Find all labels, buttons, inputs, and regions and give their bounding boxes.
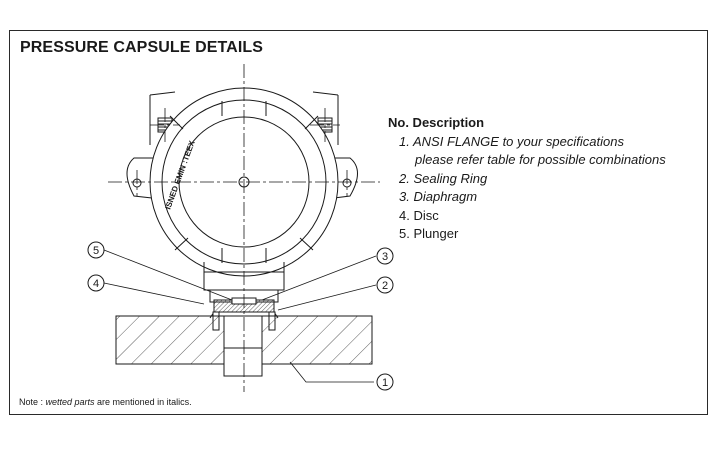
left-lug	[126, 157, 171, 201]
callout-1	[376, 373, 394, 391]
callout-2-label: 2	[382, 280, 388, 292]
description-panel: No. Description 1. ANSI FLANGE to your s…	[388, 114, 666, 244]
description-item-2: 2. Sealing Ring	[399, 170, 488, 186]
description-item-5: 5. Plunger	[399, 226, 459, 241]
callout-4	[87, 274, 105, 292]
description-item-4: 4. Disc	[399, 207, 439, 223]
description-heading: No. Description	[388, 115, 485, 130]
callout-4-label: 4	[93, 278, 99, 290]
description-item-1: 1. ANSI FLANGE to your specifications	[399, 133, 624, 149]
leader-lines	[103, 249, 377, 383]
callout-2	[376, 276, 394, 294]
flange-port	[223, 347, 263, 377]
description-item-1-continuation: please refer table for possible combinat…	[415, 152, 666, 167]
callout-1-label: 1	[382, 377, 388, 389]
callouts	[87, 241, 394, 391]
callout-3-label: 3	[382, 251, 388, 263]
diagram-frame	[9, 30, 708, 415]
footnote: Note : wetted parts are mentioned in ita…	[19, 397, 192, 407]
callout-5	[87, 241, 105, 259]
callout-3	[376, 247, 394, 265]
description-item-3: 3. Diaphragm	[399, 189, 478, 204]
center-lines	[108, 64, 380, 392]
right-lug	[317, 157, 358, 201]
diagram-title: PRESSURE CAPSULE DETAILS	[20, 39, 264, 56]
callout-5-label: 5	[93, 245, 99, 257]
